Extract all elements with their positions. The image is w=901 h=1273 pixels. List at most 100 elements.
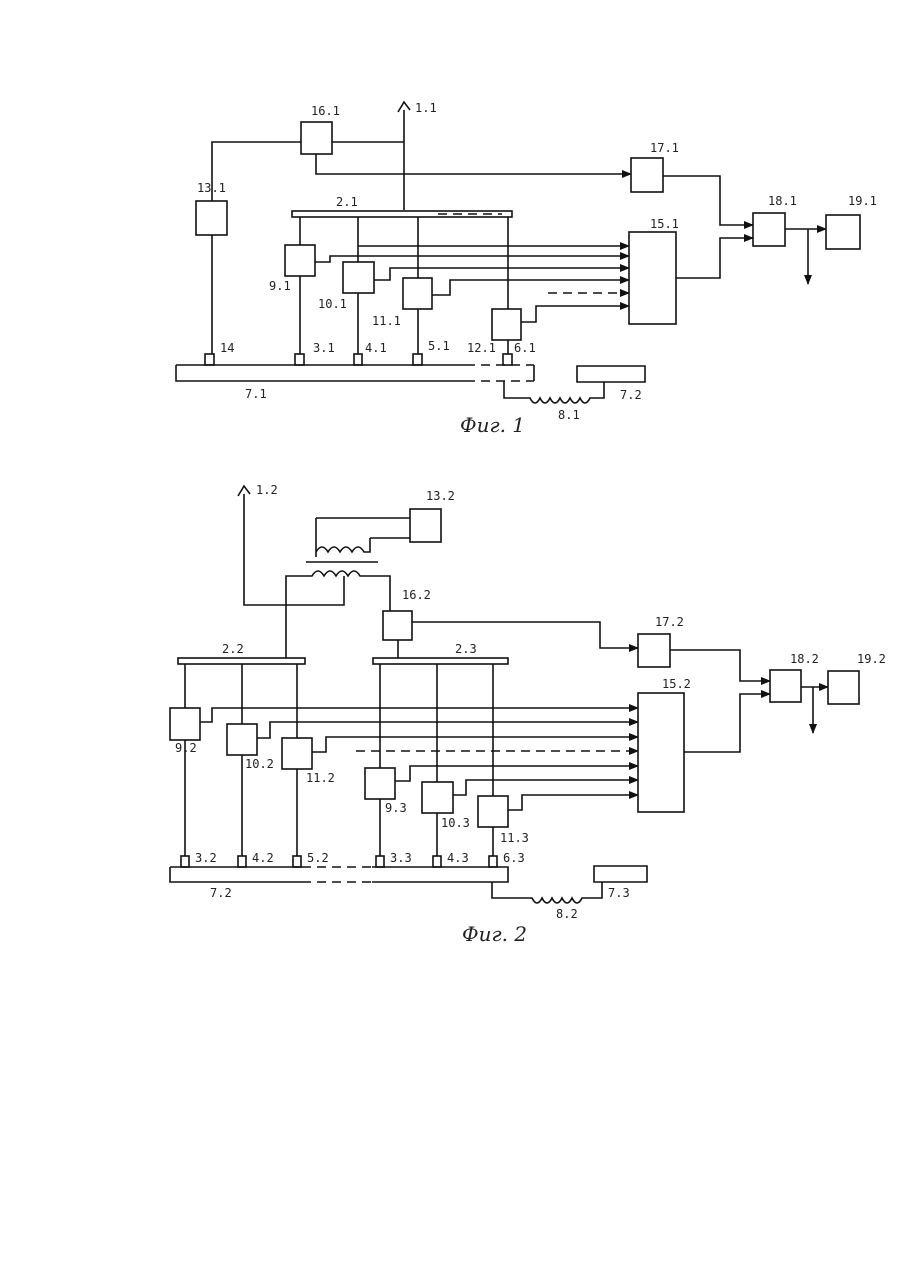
shaft-7-2 [577,366,645,382]
wire-15-2-18-2 [684,694,770,752]
sensor-4-2 [238,856,246,867]
label-2-2: 2.2 [222,642,244,656]
sensor-5-2 [293,856,301,867]
label-3-2: 3.2 [195,851,217,865]
block-11-2 [282,738,312,769]
label-2-1: 2.1 [336,195,358,209]
label-6-3: 6.3 [503,851,525,865]
sensor-6-1 [503,354,512,365]
shaft-7-2-right [372,867,508,882]
label-19-1: 19.1 [848,194,877,208]
block-11-3 [478,796,508,827]
label-18-2: 18.2 [790,652,819,666]
label-9-1: 9.1 [269,279,291,293]
block-10-1 [343,262,374,293]
block-19-1 [826,215,860,249]
coupling-8-2 [492,882,602,903]
block-10-2 [227,724,257,755]
label-10-3: 10.3 [441,816,470,830]
caption-fig-2: Фиг. 2 [462,922,527,946]
label-4-3: 4.3 [447,851,469,865]
transformer-primary [316,538,370,552]
label-4-2: 4.2 [252,851,274,865]
block-11-1 [403,278,432,309]
label-11-3: 11.3 [500,831,529,845]
wire-11-2-15-2 [312,737,638,752]
coupling-8-1 [504,381,604,403]
sensor-4-1 [354,354,362,365]
wire-12-1-15-1 [521,306,629,322]
label-10-2: 10.2 [245,757,274,771]
sensor-3-2 [181,856,189,867]
shaft-7-2-dashed [302,867,372,882]
block-19-2 [828,671,859,704]
sensor-6-3 [489,856,497,867]
caption-fig-1: Фиг. 1 [460,413,525,437]
block-9-3 [365,768,395,799]
antenna-1-2-mast [244,494,286,605]
wire-9-3-15-2 [395,766,638,781]
wire-10-3-15-2 [453,780,638,795]
label-1-2: 1.2 [256,483,278,497]
bus-2-2 [178,658,305,664]
wire-9-2-15-2 [200,708,638,722]
label-13-2: 13.2 [426,489,455,503]
shaft-7-1 [176,365,466,381]
label-16-1: 16.1 [311,104,340,118]
label-2-3: 2.3 [455,642,477,656]
label-5-1: 5.1 [428,339,450,353]
bus-2-3 [373,658,508,664]
label-4-1: 4.1 [365,341,387,355]
label-18-1: 18.1 [768,194,797,208]
label-5-2: 5.2 [307,851,329,865]
shaft-7-3 [594,866,647,882]
sensor-3-1 [295,354,304,365]
shaft-7-2 [170,867,302,882]
label-8-1: 8.1 [558,408,580,422]
shaft-7-1-dashed [466,365,534,381]
label-3-1: 3.1 [313,341,335,355]
label-12-1: 12.1 [467,341,496,355]
label-7-3: 7.3 [608,886,630,900]
block-18-2 [770,670,801,702]
block-13-1 [196,201,227,235]
label-3-3: 3.3 [390,851,412,865]
label-16-2: 16.2 [402,588,431,602]
wire-10-2-15-2 [257,722,638,738]
label-8-2: 8.2 [556,907,578,921]
wire-15-1-18-1 [676,238,753,278]
sensor-14 [205,354,214,365]
label-7-1: 7.1 [245,387,267,401]
block-9-1 [285,245,315,276]
label-10-1: 10.1 [318,297,347,311]
sensor-5-1 [413,354,422,365]
label-11-1: 11.1 [372,314,401,328]
label-17-2: 17.2 [655,615,684,629]
transformer-center-tap [286,576,344,605]
label-19-2: 19.2 [857,652,886,666]
label-1-1: 1.1 [415,101,437,115]
block-18-1 [753,213,785,246]
block-10-3 [422,782,453,813]
block-13-2 [410,509,441,542]
wire-16-2-17-2 [412,622,638,648]
wire-9-1-15-1 [315,256,629,262]
label-17-1: 17.1 [650,141,679,155]
block-15-1 [629,232,676,324]
figure-1: 1.1 16.1 13.1 2.1 17.1 18.1 19.1 15.1 9.… [176,101,877,437]
label-9-2: 9.2 [175,741,197,755]
label-9-3: 9.3 [385,801,407,815]
label-15-1: 15.1 [650,217,679,231]
label-7-2b: 7.2 [210,886,232,900]
wire-16-1-17-1 [316,154,631,174]
figure-2: 1.2 13.2 16.2 2.2 2.3 17.2 18.2 19.2 15.… [170,483,886,946]
block-17-1 [631,158,663,192]
sensor-4-3 [433,856,441,867]
block-17-2 [638,634,670,667]
block-16-2 [383,611,412,640]
wire-11-3-15-2 [508,795,638,810]
label-7-2: 7.2 [620,388,642,402]
label-11-2: 11.2 [306,771,335,785]
